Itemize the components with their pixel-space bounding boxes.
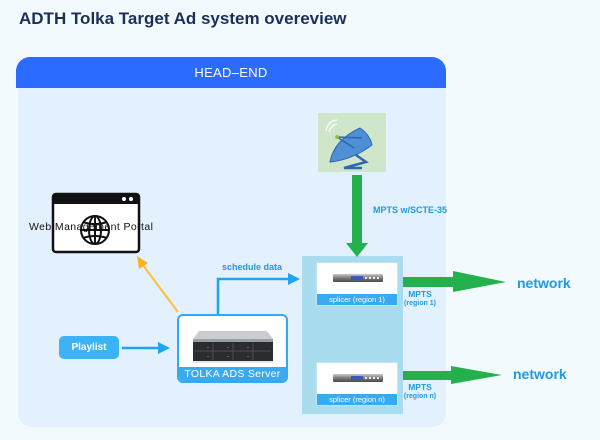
web-portal-label: Web Management Portal: [29, 221, 154, 233]
splicer-1-output-arrow: [403, 271, 506, 292]
splicer-region-1-node[interactable]: splicer (region 1): [316, 262, 398, 306]
playlist-node[interactable]: Playlist: [59, 336, 119, 359]
schedule-data-label: schedule data: [222, 262, 283, 272]
rack-server-icon: [193, 331, 273, 363]
satellite-dish-icon: [318, 113, 386, 172]
satellite-feed-label: MPTS w/SCTE-35: [373, 205, 448, 215]
region-label: (region 1): [404, 300, 436, 307]
splicer-label: splicer (region n): [317, 394, 397, 405]
splicer-region-n-node[interactable]: splicer (region n): [316, 362, 398, 406]
splicer-n-output-arrow: [403, 366, 502, 384]
splicer-device-icon: [333, 274, 383, 282]
headend-label: HEAD–END: [194, 65, 268, 80]
playlist-to-server-arrow: [122, 342, 170, 354]
page-title: ADTH Tolka Target Ad system overeview: [19, 9, 347, 28]
splicer-1-output-label: MPTS (region 1): [402, 289, 438, 309]
headend-header: HEAD–END: [16, 57, 446, 88]
schedule-data-arrow: [216, 273, 300, 314]
tolka-ads-server-node[interactable]: TOLKA ADS Server: [177, 314, 288, 383]
playlist-label: Playlist: [71, 342, 107, 353]
server-label: TOLKA ADS Server: [179, 367, 286, 381]
satellite-feed-arrow: [346, 175, 368, 257]
mpts-label: MPTS: [408, 382, 432, 392]
server-to-portal-arrow: [137, 256, 179, 313]
region-label: (region n): [403, 393, 437, 400]
splicer-device-icon: [333, 374, 383, 382]
mpts-label: MPTS: [408, 289, 432, 299]
browser-globe-icon: [51, 192, 141, 254]
splicer-label: splicer (region 1): [317, 294, 397, 305]
network-n-label: network: [513, 366, 567, 382]
splicer-n-output-label: MPTS (region n): [400, 382, 440, 402]
network-1-label: network: [517, 275, 571, 291]
